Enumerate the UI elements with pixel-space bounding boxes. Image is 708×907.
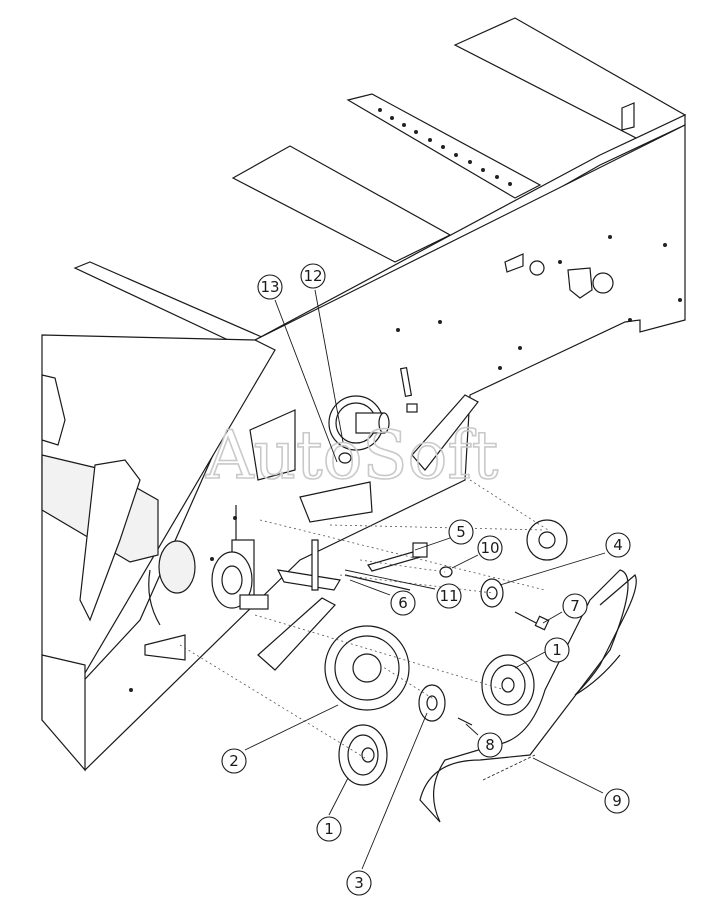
svg-text:5: 5 — [456, 523, 466, 541]
leader-8 — [465, 723, 479, 736]
leader-3 — [361, 712, 428, 870]
callout-7: 7 — [562, 593, 588, 619]
upper-sprocket — [328, 395, 390, 451]
tension-key — [399, 366, 413, 398]
small-sprocket — [526, 519, 568, 561]
callout-1b: 1 — [316, 816, 342, 842]
panel-holes — [129, 235, 682, 692]
svg-text:1: 1 — [552, 641, 562, 659]
small-bearing — [338, 452, 352, 464]
callout-2: 2 — [221, 748, 247, 774]
callout-12: 12 — [300, 263, 326, 289]
leader-12 — [314, 289, 344, 443]
watermark-text: AutoSoft — [205, 417, 498, 494]
key — [457, 717, 473, 726]
chain-belt — [419, 569, 629, 823]
svg-text:9: 9 — [612, 792, 622, 810]
callout-8: 8 — [477, 732, 503, 758]
mechanism-parts — [144, 366, 637, 823]
top-plate-right — [453, 17, 687, 141]
callouts: 1 1 2 3 4 5 6 7 — [221, 263, 631, 896]
callout-10: 10 — [477, 535, 503, 561]
leader-1b — [328, 777, 349, 816]
svg-text:13: 13 — [260, 278, 279, 296]
svg-text:1: 1 — [324, 820, 334, 838]
long-arm — [257, 597, 336, 671]
tensioner-arm — [411, 394, 479, 471]
arm-bracket — [41, 374, 66, 446]
leader-5 — [414, 537, 451, 551]
side-panel — [74, 124, 686, 772]
pulley-left — [338, 724, 388, 786]
leader-1a — [514, 651, 546, 669]
svg-text:6: 6 — [398, 594, 408, 612]
leader-7 — [542, 611, 563, 624]
t-bracket-stem — [311, 539, 319, 591]
frame-tab — [621, 102, 635, 131]
leader-9 — [532, 757, 604, 794]
washer — [439, 566, 453, 578]
hub — [418, 684, 446, 722]
callout-3: 3 — [346, 870, 372, 896]
svg-text:3: 3 — [354, 874, 364, 892]
bushing — [480, 578, 504, 608]
gearbox — [211, 505, 269, 610]
callout-13: 13 — [257, 274, 283, 300]
leader-2 — [244, 704, 339, 751]
svg-text:12: 12 — [303, 267, 322, 285]
svg-text:2: 2 — [229, 752, 239, 770]
left-cutout — [158, 540, 196, 594]
callout-5: 5 — [448, 519, 474, 545]
callout-1a: 1 — [544, 637, 570, 663]
large-sprocket — [324, 625, 410, 711]
upper-frame — [41, 17, 687, 772]
panel-mount-bracket — [567, 267, 593, 299]
shaft — [344, 574, 411, 591]
svg-text:7: 7 — [570, 597, 580, 615]
chain-guide — [574, 574, 637, 696]
panel-round-hole — [529, 260, 545, 276]
panel-bearing-hole — [592, 272, 614, 294]
leader-6 — [349, 579, 391, 596]
svg-text:10: 10 — [480, 539, 499, 557]
svg-text:4: 4 — [613, 536, 623, 554]
t-bracket — [276, 569, 341, 591]
arc-slot — [148, 569, 161, 626]
pulley-right — [481, 654, 535, 716]
callout-9: 9 — [604, 788, 630, 814]
left-lower-frame — [41, 654, 86, 772]
leader-11 — [344, 569, 436, 590]
tension-block — [406, 403, 418, 413]
assembly-lines — [179, 479, 549, 759]
leader-4 — [499, 552, 606, 586]
pin-plate — [412, 542, 428, 558]
callout-11: 11 — [436, 583, 462, 609]
bolt — [514, 611, 541, 626]
callout-6: 6 — [390, 590, 416, 616]
svg-text:8: 8 — [485, 736, 495, 754]
callout-4: 4 — [605, 532, 631, 558]
arm-plate — [79, 459, 141, 622]
svg-text:11: 11 — [439, 587, 458, 605]
panel-slot — [504, 253, 524, 273]
top-plate-middle — [231, 145, 452, 263]
leader-13 — [274, 299, 338, 463]
leader-10 — [451, 554, 479, 569]
perforation-dots — [378, 108, 512, 186]
mount-plate — [249, 409, 296, 481]
idler-bracket — [299, 481, 373, 523]
lower-t-bracket — [144, 634, 186, 661]
